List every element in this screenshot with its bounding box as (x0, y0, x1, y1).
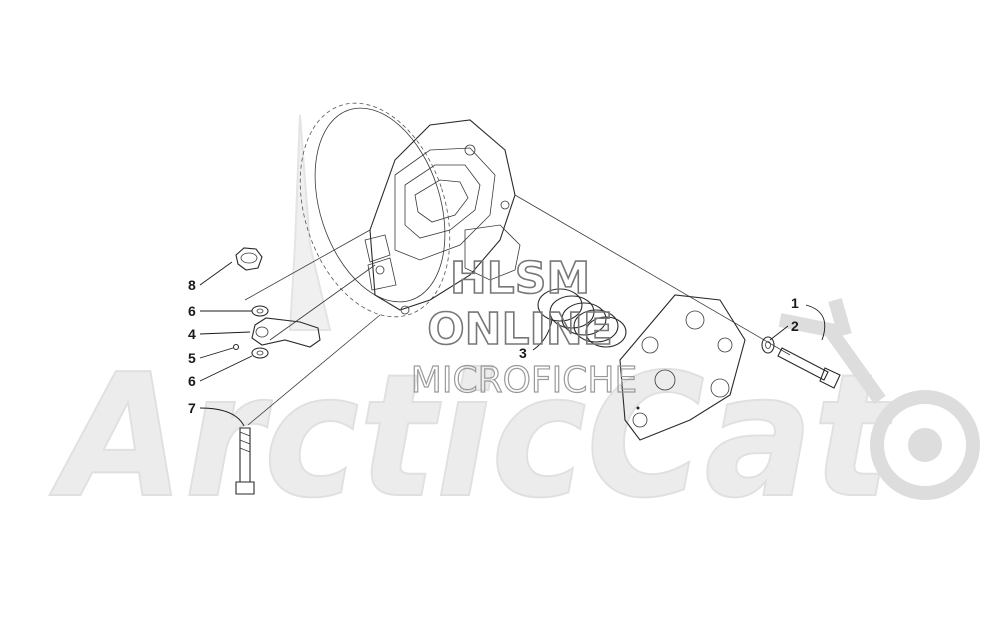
assembly-line-arm (269, 264, 376, 341)
callout-2: 2 (791, 318, 799, 334)
callout-5: 5 (188, 350, 196, 366)
arm (251, 317, 321, 348)
callout-1: 1 (791, 295, 799, 311)
hlsm-watermark: HLSM ONLINE MICROFICHE (410, 252, 638, 401)
callout-7: 7 (188, 400, 196, 416)
callout-4: 4 (188, 326, 196, 342)
callout-6-upper: 6 (188, 303, 196, 319)
pin (232, 343, 240, 351)
washer-lower (251, 347, 269, 359)
brand-watermark-text: ArcticCat (49, 338, 896, 536)
washer-upper (251, 305, 269, 317)
bolt-long (777, 347, 841, 389)
nut (235, 247, 263, 271)
watermark-line3: MICROFICHE (411, 360, 637, 401)
assembly-line-bolt (247, 314, 381, 426)
washer (761, 336, 775, 354)
spike-watermark-icon (288, 114, 332, 331)
callout-8: 8 (188, 277, 196, 293)
spring-coil (537, 288, 627, 348)
watermark-line1: HLSM (450, 253, 590, 304)
callout-6-lower: 6 (188, 373, 196, 389)
motorcycle-watermark-icon (778, 298, 980, 500)
assembly-line-nut (244, 229, 371, 301)
bolt-vertical (235, 427, 255, 495)
watermark-line2: ONLINE (427, 304, 613, 355)
callout-3: 3 (519, 345, 527, 361)
brand-watermark: ArcticCat (48, 114, 980, 537)
assembly-line (514, 194, 791, 356)
clutch-housing (364, 119, 521, 315)
